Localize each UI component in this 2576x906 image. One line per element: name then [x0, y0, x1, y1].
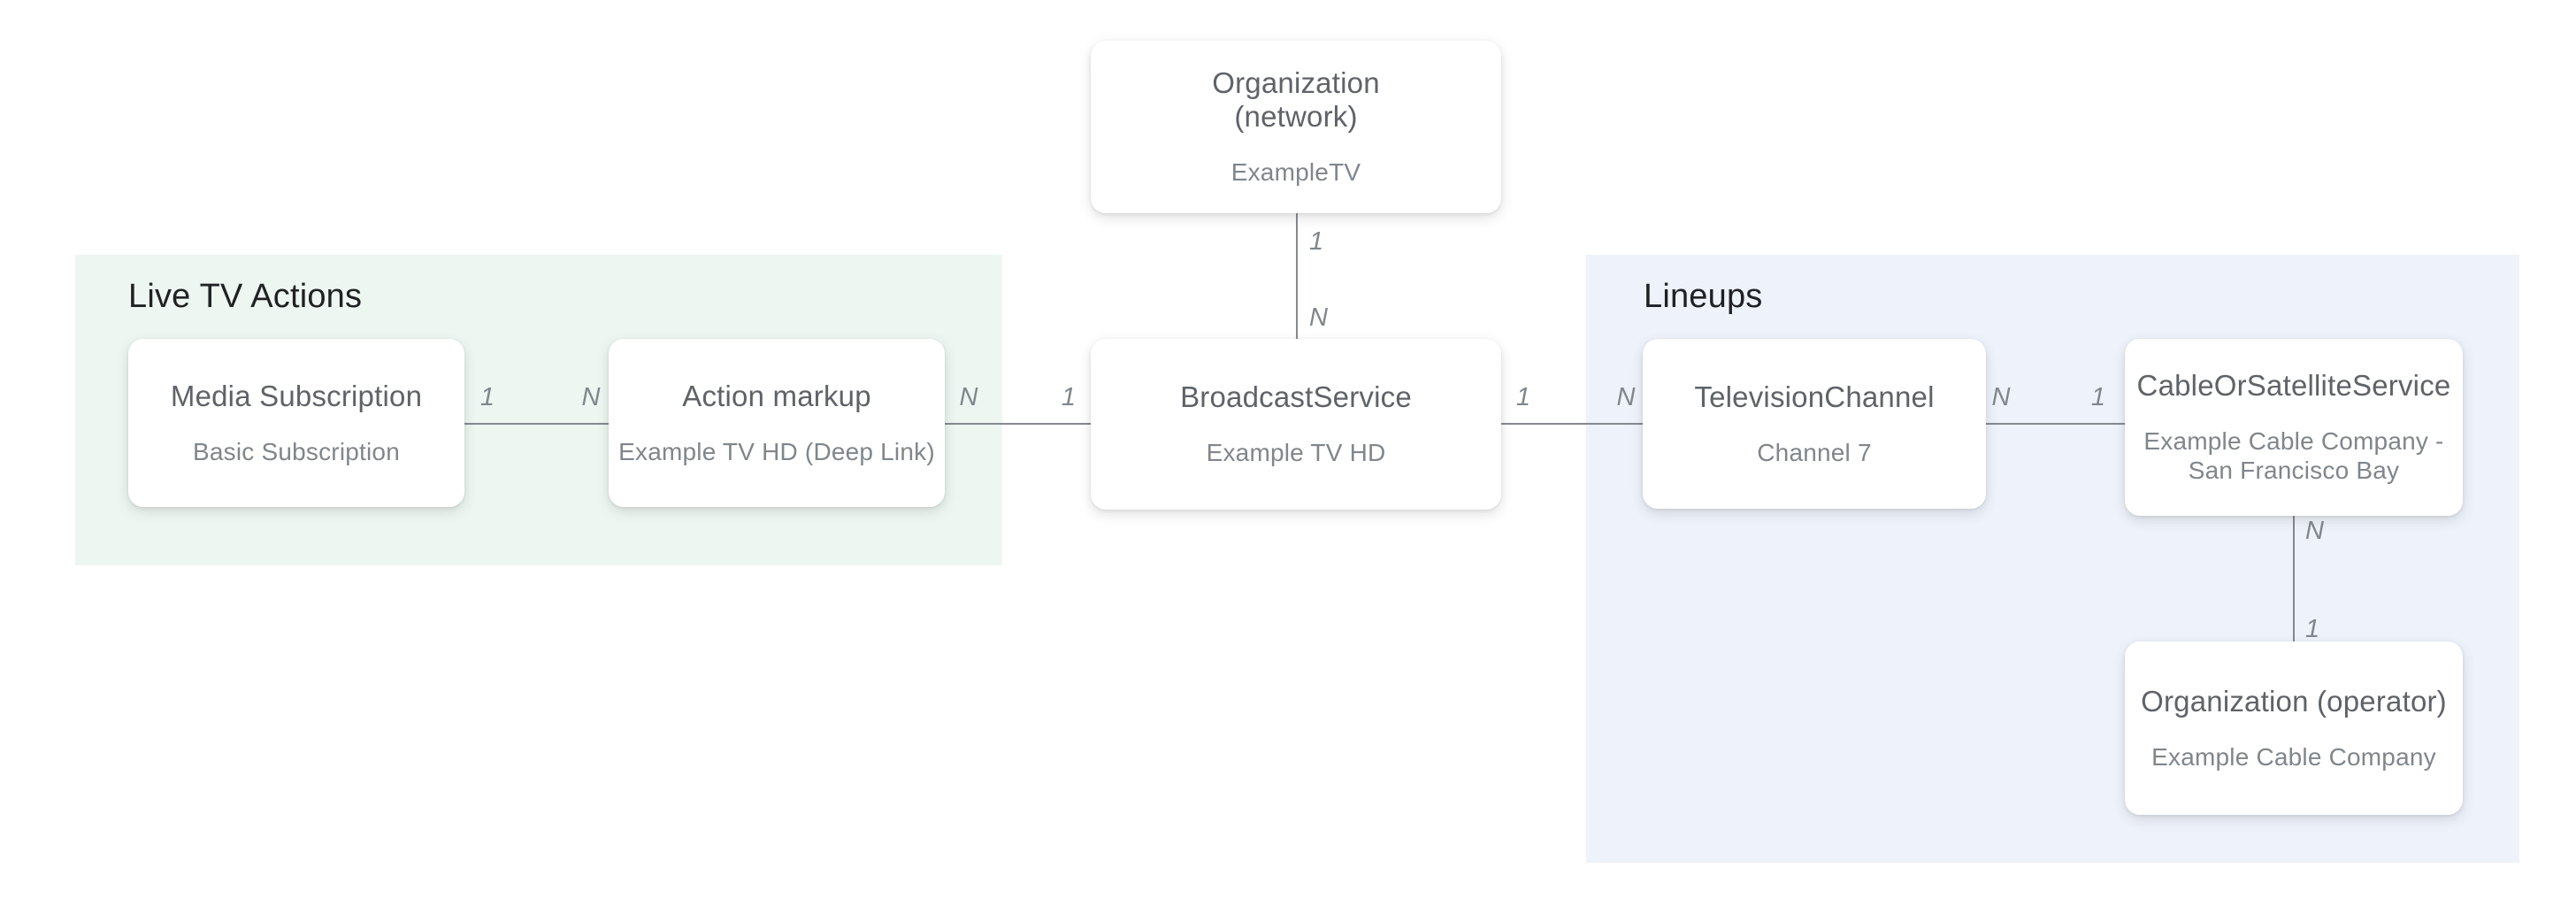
cardinality-label: 1 — [1515, 383, 1531, 411]
region-title-live-tv-actions: Live TV Actions — [128, 278, 363, 315]
cardinality-label: 1 — [2090, 383, 2106, 411]
cardinality-label: N — [1309, 303, 1328, 332]
card-title: TelevisionChannel — [1694, 380, 1935, 413]
cardinality-label: N — [1616, 383, 1636, 411]
node-organization-operator: Organization (operator) Example Cable Co… — [2125, 641, 2463, 815]
cardinality-label: N — [2305, 517, 2324, 545]
card-subtitle: ExampleTV — [1230, 158, 1361, 187]
card-title: BroadcastService — [1180, 380, 1412, 414]
card-title: Action markup — [682, 379, 871, 412]
card-title: Media Subscription — [170, 379, 423, 412]
connector-org-network-to-broadcast-service — [1296, 213, 1298, 339]
node-organization-network: Organization (network) ExampleTV — [1091, 41, 1501, 213]
connector-cable-service-to-org-operator — [2293, 516, 2295, 641]
node-cable-or-satellite-service: CableOrSatelliteService Example Cable Co… — [2125, 339, 2463, 516]
connector-action-markup-to-broadcast-service — [945, 423, 1091, 425]
cardinality-label: 1 — [2305, 615, 2320, 643]
card-subtitle: Example Cable Company - San Francisco Ba… — [2143, 426, 2444, 485]
cardinality-label: 1 — [1309, 227, 1324, 256]
card-title: Organization (network) — [1212, 66, 1380, 134]
cardinality-label: N — [581, 383, 601, 411]
cardinality-label: 1 — [479, 383, 495, 411]
node-broadcast-service: BroadcastService Example TV HD — [1091, 339, 1501, 510]
connector-broadcast-service-to-television-channel — [1501, 423, 1643, 425]
card-subtitle: Channel 7 — [1757, 438, 1872, 466]
card-subtitle: Basic Subscription — [193, 437, 400, 465]
connector-television-channel-to-cable-service — [1986, 423, 2125, 425]
card-subtitle: Example TV HD — [1206, 439, 1386, 467]
connector-media-subscription-to-action-markup — [464, 423, 609, 425]
node-media-subscription: Media Subscription Basic Subscription — [128, 339, 464, 507]
node-action-markup: Action markup Example TV HD (Deep Link) — [609, 339, 945, 507]
node-television-channel: TelevisionChannel Channel 7 — [1643, 339, 1986, 509]
card-title: Organization (operator) — [2141, 684, 2447, 718]
cardinality-label: N — [1991, 383, 2011, 411]
card-title: CableOrSatelliteService — [2136, 368, 2451, 402]
region-title-lineups: Lineups — [1644, 278, 1763, 315]
cardinality-label: N — [959, 383, 978, 411]
card-subtitle: Example TV HD (Deep Link) — [618, 437, 935, 465]
cardinality-label: 1 — [1061, 383, 1077, 411]
card-subtitle: Example Cable Company — [2151, 742, 2436, 771]
